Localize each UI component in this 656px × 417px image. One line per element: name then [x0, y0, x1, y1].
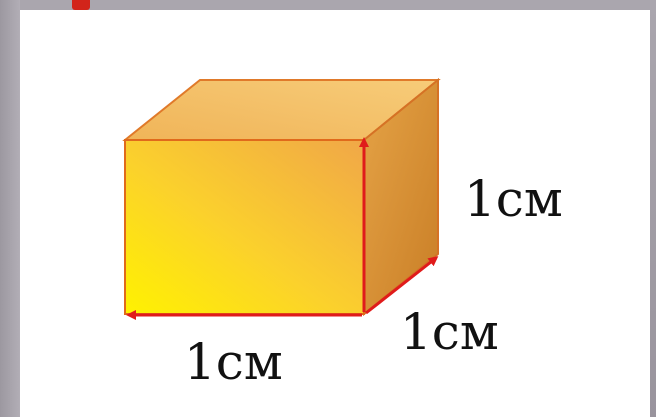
- title-fragment-mark: [72, 0, 90, 10]
- cube-front-face: [124, 139, 365, 315]
- width-label: 1см: [184, 333, 283, 391]
- height-label: 1см: [464, 170, 563, 228]
- slide-left-strip: [0, 0, 20, 417]
- depth-arrow: [365, 256, 439, 315]
- depth-label: 1см: [400, 303, 499, 361]
